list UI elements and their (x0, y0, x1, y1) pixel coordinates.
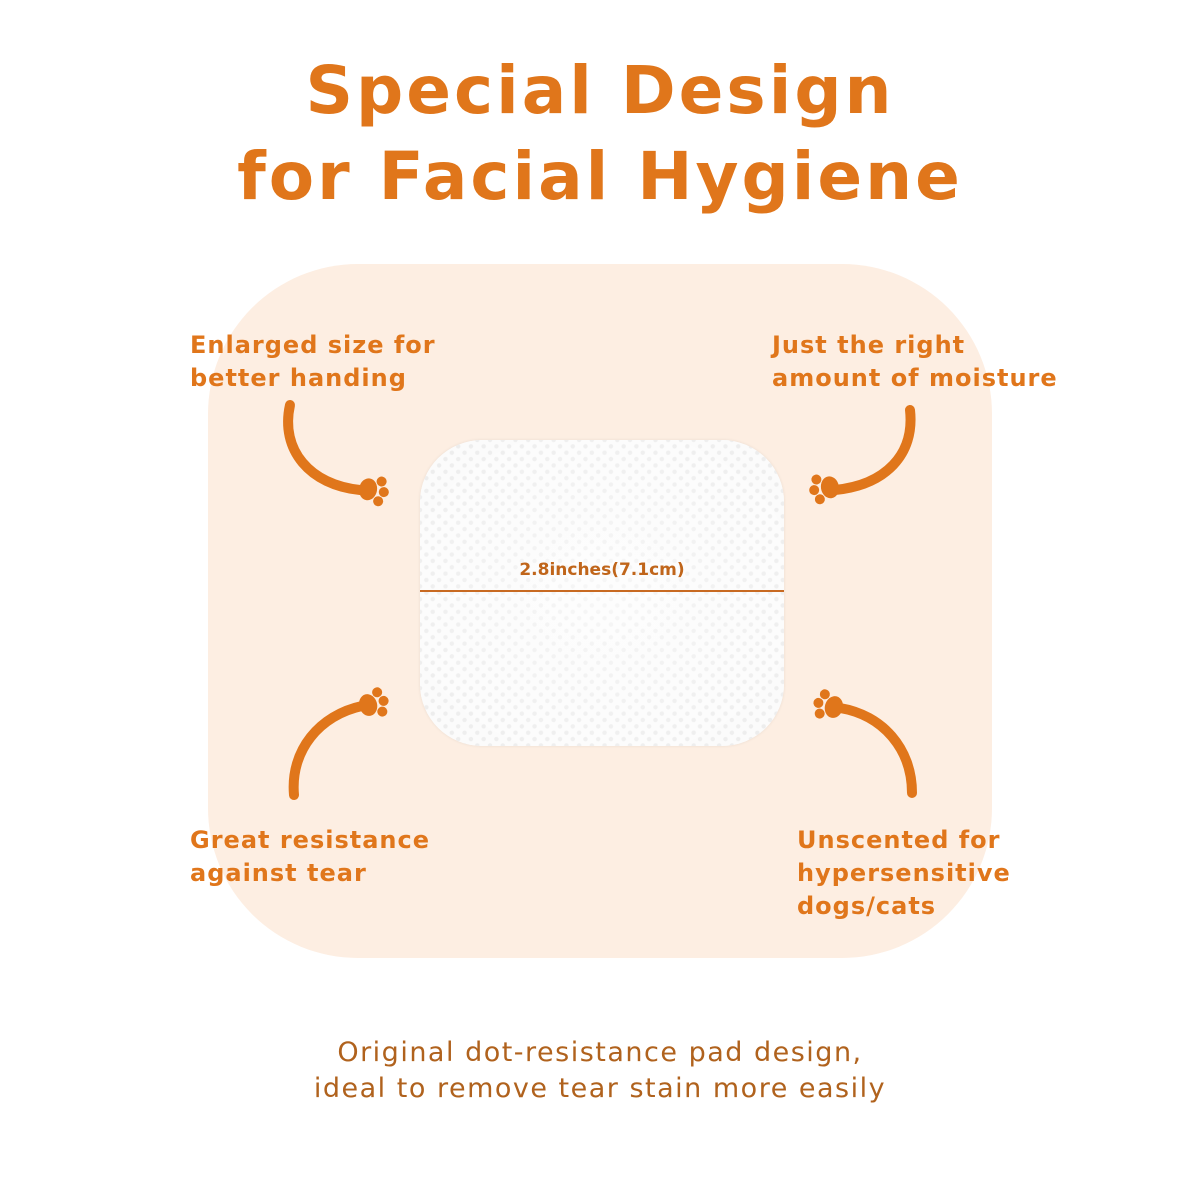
feature-enlarged-size: Enlarged size for better handing (190, 329, 436, 395)
caption-line-1: Original dot-resistance pad design, (337, 1037, 863, 1068)
paw-arrow-icon (806, 405, 916, 506)
feature-tear-resistance: Great resistance against tear (190, 824, 430, 890)
feature-text-line: Just the right (772, 331, 966, 359)
feature-text-line: Unscented for (797, 826, 1001, 854)
feature-text-line: hypersensitive (797, 859, 1011, 887)
title-line-1: Special Design (305, 52, 895, 129)
feature-text-line: Great resistance (190, 826, 431, 854)
feature-text-line: dogs/cats (797, 892, 937, 920)
paw-arrow-icon (283, 400, 392, 508)
pad-size-label: 2.8inches(7.1cm) (519, 560, 685, 580)
feature-text-line: amount of moisture (772, 364, 1058, 392)
paw-arrow-icon (809, 687, 917, 798)
wipe-pad-image (420, 440, 784, 746)
feature-text-line: against tear (190, 859, 367, 887)
paw-arrow-icon (288, 685, 393, 800)
title-line-2: for Facial Hygiene (237, 138, 963, 215)
feature-text-line: Enlarged size for (190, 331, 436, 359)
caption-line-2: ideal to remove tear stain more easily (313, 1073, 887, 1104)
feature-moisture: Just the right amount of moisture (772, 329, 1058, 395)
page-title: Special Design for Facial Hygiene (0, 48, 1200, 220)
feature-text-line: better handing (190, 364, 407, 392)
pad-texture (420, 440, 784, 746)
pad-size-line (420, 590, 784, 592)
feature-unscented: Unscented for hypersensitive dogs/cats (797, 824, 1011, 923)
product-caption: Original dot-resistance pad design, idea… (0, 1035, 1200, 1107)
